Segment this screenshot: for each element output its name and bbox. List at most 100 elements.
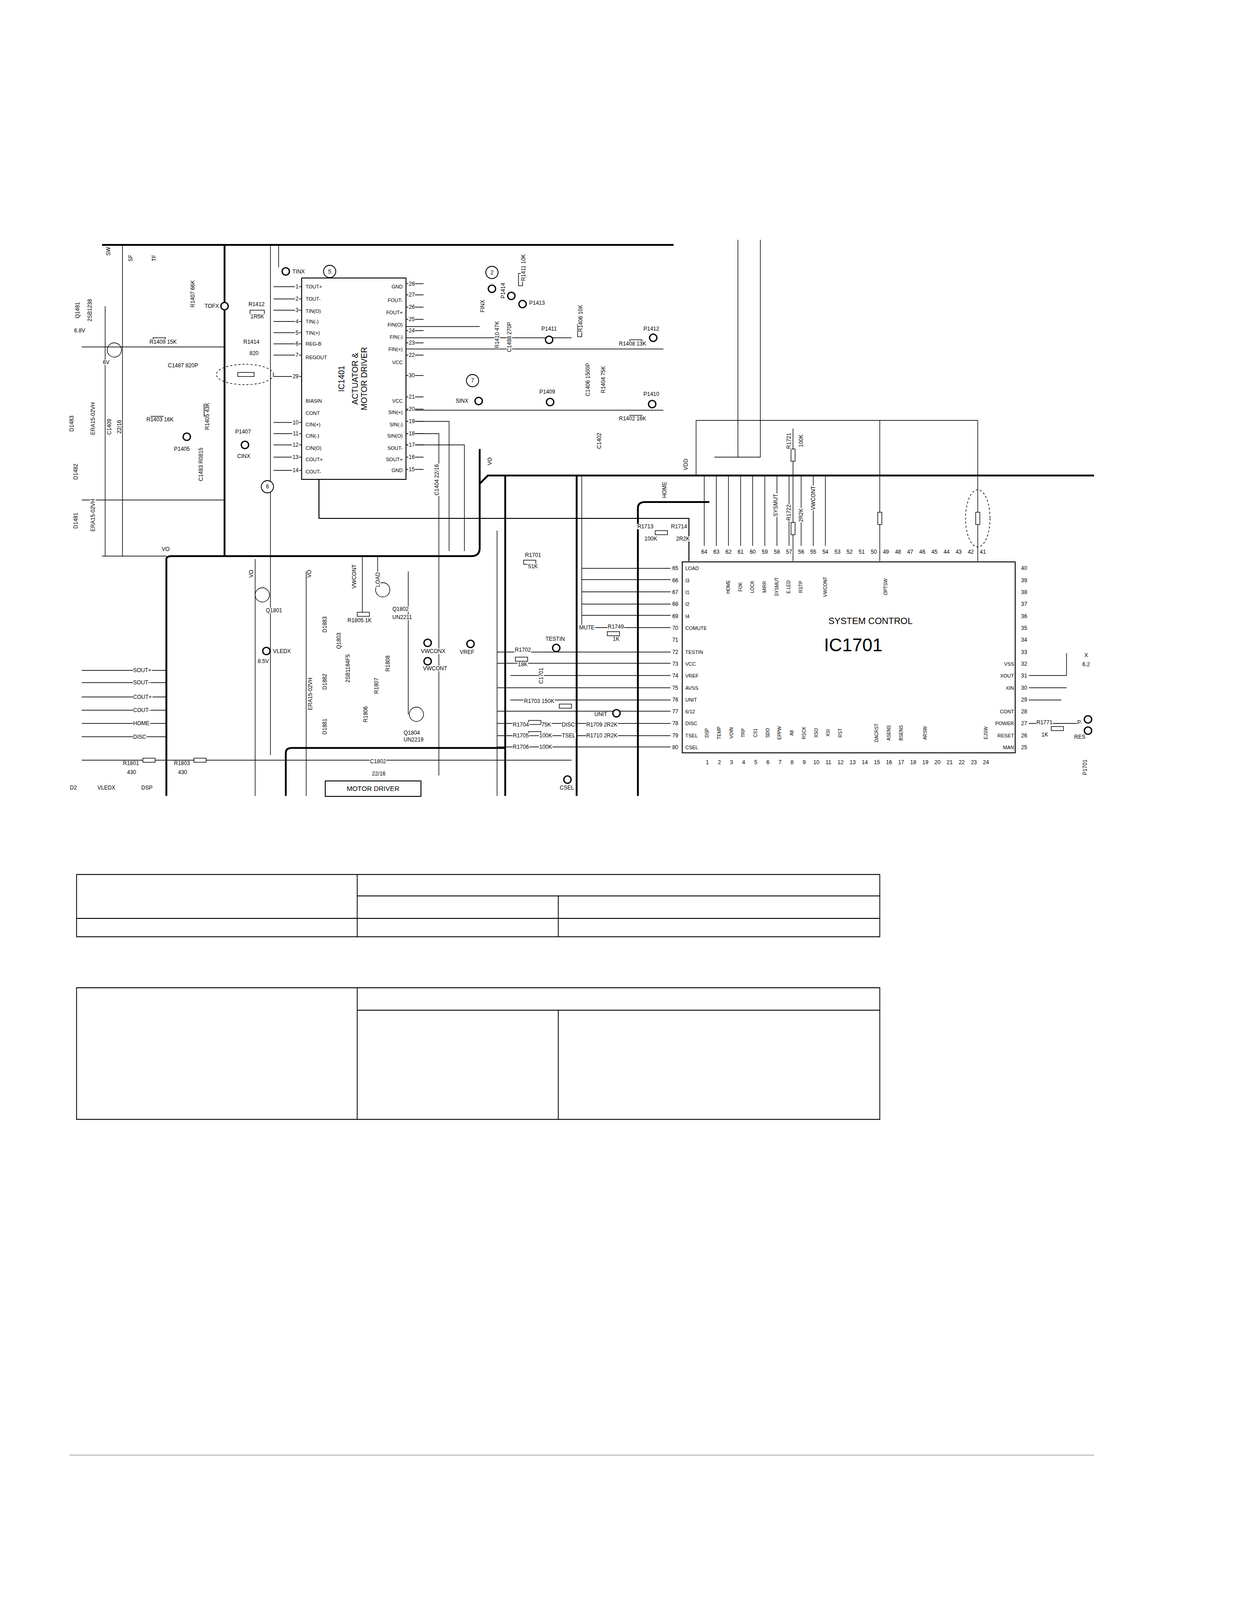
pin-name: CIN(-)	[305, 433, 320, 439]
pin-number: 14	[292, 467, 299, 474]
part-label: R1803	[173, 760, 191, 767]
transistor-symbol	[255, 587, 270, 603]
pin-name: TIN(+)	[305, 330, 321, 336]
pin-name: RESET	[997, 733, 1015, 739]
pin-number: 14	[861, 759, 869, 766]
pin-name: A8	[789, 729, 795, 736]
pin-number: 11	[825, 759, 832, 766]
signal-wire	[1028, 653, 1067, 676]
pin-number: 16	[408, 454, 416, 460]
signal-wire	[740, 475, 741, 547]
test-point	[563, 776, 572, 784]
part-label: 820	[249, 350, 260, 357]
resistor-symbol	[791, 449, 796, 462]
pin-name: FIN(+)	[387, 346, 403, 352]
pin-name: LOCK	[750, 580, 755, 594]
resistor-symbol	[237, 372, 255, 377]
part-label: VO	[306, 569, 313, 578]
wire-connector	[318, 479, 690, 562]
pin-number: 28	[408, 281, 416, 287]
part-label: TOFX	[204, 303, 220, 309]
bus-wire	[102, 244, 674, 246]
pin-number: 15	[408, 466, 416, 473]
pin-number: 30	[1020, 685, 1028, 691]
signal-wire	[879, 420, 881, 562]
test-point	[466, 640, 475, 648]
pin-name: VREF	[684, 673, 700, 679]
pin-number: 54	[821, 549, 829, 555]
pin-name: I4	[684, 613, 690, 619]
pin-number: 42	[967, 549, 974, 555]
resistor-symbol	[975, 512, 980, 525]
part-label: C1802	[369, 758, 387, 765]
pin-name: FOK	[738, 581, 744, 592]
pin-name: I2	[684, 601, 690, 607]
pin-number: 26	[1020, 733, 1028, 739]
pin-number: 20	[408, 406, 416, 412]
part-label: 51K	[527, 563, 538, 570]
part-label: 6.8V	[73, 327, 86, 334]
test-point	[282, 267, 290, 275]
pin-number: 68	[671, 601, 679, 607]
signal-wire	[270, 244, 271, 756]
part-label: SINX	[455, 398, 470, 404]
callout-circle	[485, 266, 499, 279]
pin-name: RSCK	[801, 726, 807, 740]
part-label: D1481	[73, 512, 79, 529]
pin-name: 6/12	[684, 709, 696, 715]
pin-number: 39	[1020, 577, 1028, 584]
signal-wire	[825, 475, 826, 547]
part-label: VWCONX	[420, 648, 446, 655]
part-label: 100K	[538, 744, 553, 750]
pin-number: 8	[790, 759, 795, 766]
part-label: 18K	[517, 661, 529, 668]
part-label: R1407 66K	[190, 279, 196, 309]
pin-number: 20	[933, 759, 941, 766]
callout-circle	[323, 265, 336, 278]
pin-number: 25	[1020, 744, 1028, 751]
part-label: R1411 10K	[520, 253, 527, 282]
test-point	[507, 292, 515, 300]
part-label: C1406 1500P	[585, 362, 591, 397]
part-label: R1706	[512, 744, 530, 750]
pin-name: FOUT+	[385, 309, 403, 315]
pin-name: COUT-	[305, 469, 322, 475]
part-label: TF	[151, 254, 157, 263]
part-label: CSEL	[559, 785, 575, 791]
table-rule	[557, 1010, 559, 1120]
part-label: 1K	[612, 636, 621, 642]
part-label: Q1481	[74, 301, 81, 319]
part-label: R1412	[248, 301, 265, 308]
test-point	[424, 657, 432, 665]
signal-wire	[760, 239, 761, 458]
part-label: MUTE	[578, 625, 596, 631]
pin-name: DISC	[684, 721, 698, 727]
signal-wire	[81, 696, 167, 698]
signal-wire	[104, 306, 106, 557]
pin-name: VWCONT	[823, 576, 828, 598]
test-point	[552, 644, 560, 652]
part-label: 430	[177, 769, 188, 776]
part-label: R1749	[607, 624, 625, 630]
signal-wire	[737, 239, 739, 458]
part-label: COUT-	[132, 707, 151, 714]
part-label: VWCONT	[810, 485, 817, 511]
resistor-symbol	[655, 530, 668, 535]
resistor-symbol	[877, 512, 882, 525]
pin-number: 49	[882, 549, 890, 555]
part-label: Q1804	[403, 730, 421, 736]
pin-number: 7	[295, 352, 300, 358]
pin-number: 48	[894, 549, 902, 555]
pin-name: TIN(-)	[305, 318, 320, 324]
signal-wire	[406, 348, 664, 350]
part-label: C1404 22/16	[434, 463, 440, 496]
part-label: SOUT+	[132, 667, 152, 674]
pin-number: 76	[671, 697, 679, 703]
pin-number: 41	[979, 549, 987, 555]
signal-wire	[406, 410, 664, 411]
test-point	[488, 285, 496, 293]
pin-number: 6	[295, 341, 300, 347]
pin-name: FOUT-	[387, 297, 404, 303]
pin-number: 12	[292, 442, 299, 448]
